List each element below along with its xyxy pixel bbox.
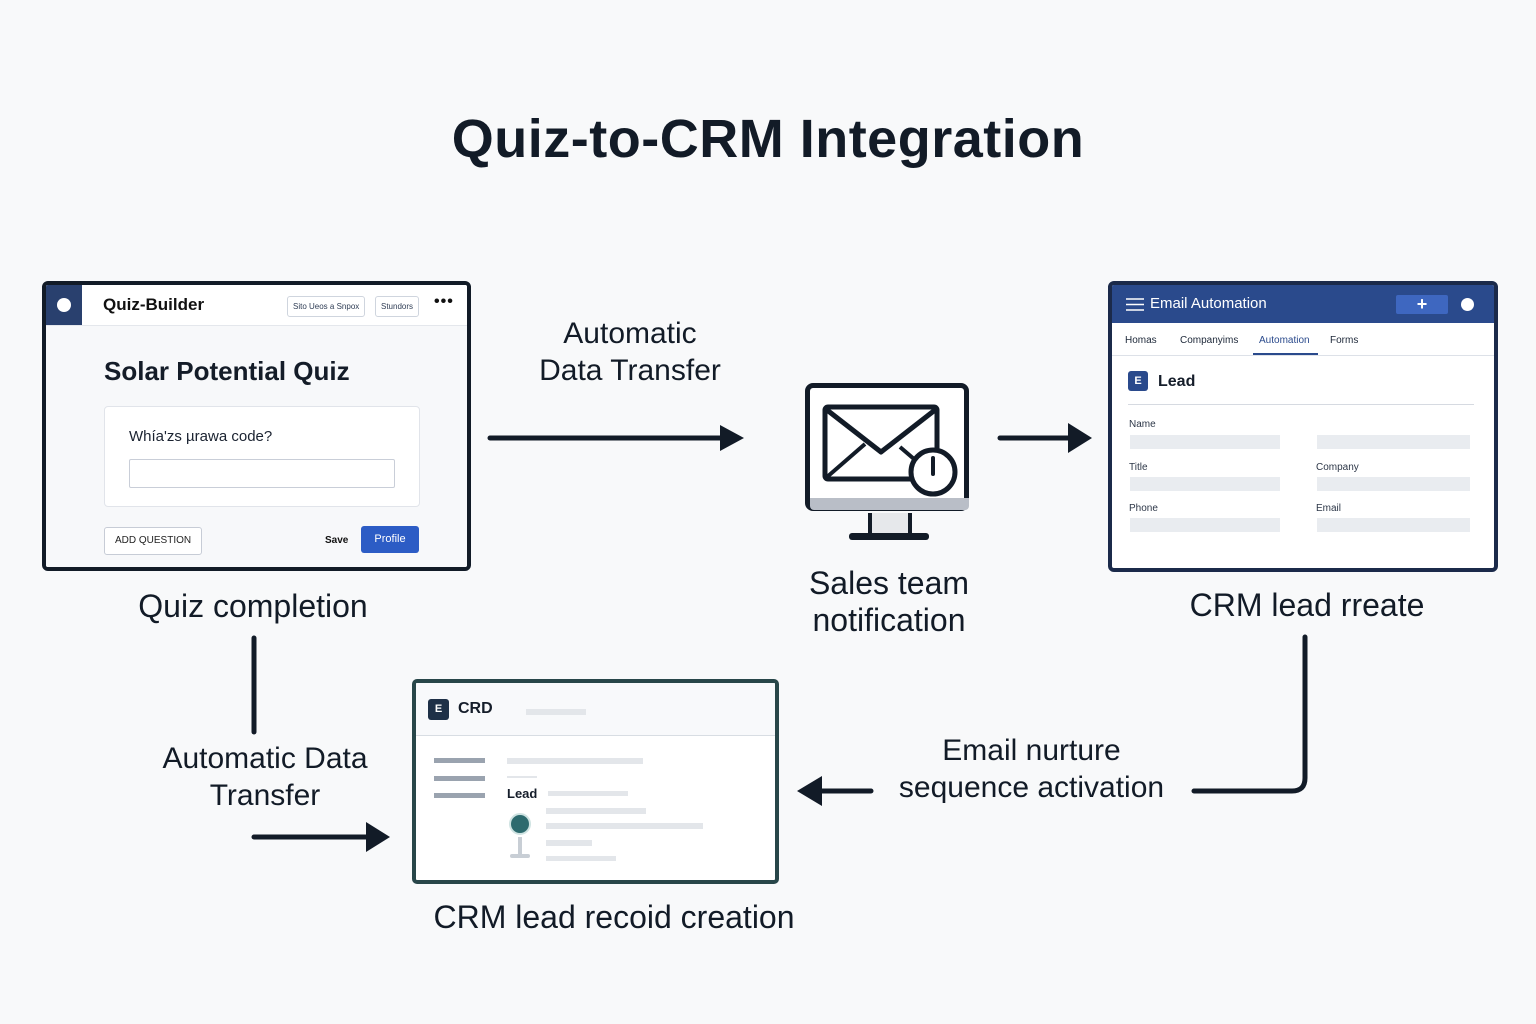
crm-record-creation-caption: CRM lead recoid creation <box>433 899 795 935</box>
quiz-title: Solar Potential Quiz <box>104 356 350 386</box>
crd-window: E CRD Lead <box>412 679 779 884</box>
content-bar-4 <box>546 808 646 814</box>
question-card: Whía'zs µrawa code? <box>104 406 420 507</box>
title-field[interactable] <box>1130 477 1280 491</box>
avatar-foot <box>510 854 530 858</box>
content-bar-5 <box>546 823 703 829</box>
monitor-neck <box>868 513 912 535</box>
app-dot-icon <box>57 298 71 312</box>
title-label: Title <box>1129 462 1148 473</box>
quiz-builder-header: Quiz-Builder Sito Ueos a Snpox Stundors … <box>46 285 467 326</box>
profile-circle-icon[interactable] <box>1461 298 1474 311</box>
content-bar-3 <box>548 791 628 796</box>
header-button-1[interactable]: Sito Ueos a Snpox <box>287 296 366 317</box>
arrow-crm-to-nurture-line <box>1191 634 1308 794</box>
arrowhead-quiz-to-monitor <box>720 425 744 451</box>
name-field-2[interactable] <box>1317 435 1470 449</box>
name-label: Name <box>1129 419 1156 430</box>
divider <box>1128 404 1474 405</box>
crd-title: CRD <box>458 700 493 717</box>
menu-line-2 <box>434 776 485 781</box>
email-label: Email <box>1316 503 1342 514</box>
answer-input[interactable] <box>129 459 395 488</box>
phone-field[interactable] <box>1130 518 1280 532</box>
name-field[interactable] <box>1130 435 1280 449</box>
arrowhead-monitor-to-crm <box>1068 423 1092 453</box>
avatar-stem <box>518 837 522 855</box>
save-button[interactable]: Save <box>325 535 349 546</box>
arrowhead-nurture-to-crd <box>797 776 822 806</box>
email-automation-window: Email Automation + Homas Companyims Auto… <box>1108 281 1498 572</box>
crd-badge-icon: E <box>428 699 449 720</box>
tab-forms[interactable]: Forms <box>1330 335 1359 346</box>
diagram-title: Quiz-to-CRM Integration <box>451 109 1085 169</box>
active-tab-indicator <box>1253 353 1318 355</box>
question-text: Whía'zs µrawa code? <box>129 428 273 445</box>
monitor-base <box>849 533 929 540</box>
email-field[interactable] <box>1317 518 1470 532</box>
arrowhead-to-crd <box>366 822 390 852</box>
quiz-builder-window: Quiz-Builder Sito Ueos a Snpox Stundors … <box>42 281 471 571</box>
envelope-clock-icon <box>822 404 958 497</box>
email-automation-header: Email Automation + <box>1112 285 1494 323</box>
tab-companyims[interactable]: Companyims <box>1180 335 1239 346</box>
content-bar-2 <box>507 776 537 778</box>
transfer-label-top: Automatic Data Transfer <box>539 317 721 387</box>
app-name: Quiz-Builder <box>103 295 205 314</box>
sales-notification-caption: Sales team notification <box>808 565 970 638</box>
quiz-editor: Solar Potential Quiz Whía'zs µrawa code?… <box>46 326 467 567</box>
content-bar-1 <box>507 758 643 764</box>
company-field[interactable] <box>1317 477 1470 491</box>
email-automation-tabs: Homas Companyims Automation Forms <box>1112 323 1494 356</box>
phone-label: Phone <box>1129 503 1158 514</box>
menu-line-3 <box>434 793 485 798</box>
app-menu-tab[interactable] <box>46 285 82 325</box>
lead-avatar-icon <box>509 813 531 835</box>
add-question-button[interactable]: ADD QUESTION <box>104 527 203 555</box>
tab-automation[interactable]: Automation <box>1259 335 1310 346</box>
company-label: Company <box>1316 462 1359 473</box>
lead-badge-icon: E <box>1128 371 1148 391</box>
transfer-label-bottom: Automatic Data Transfer <box>162 742 368 812</box>
crd-lead-label: Lead <box>507 786 538 801</box>
crm-lead-create-caption: CRM lead rreate <box>1189 587 1425 623</box>
monitor-bezel <box>810 498 969 510</box>
add-button[interactable]: + <box>1396 295 1448 314</box>
quiz-completion-caption: Quiz completion <box>138 588 368 624</box>
profile-button[interactable]: Profile <box>361 526 419 553</box>
tab-homas[interactable]: Homas <box>1125 335 1157 346</box>
menu-line-1 <box>434 758 485 763</box>
header-button-2[interactable]: Stundors <box>375 296 420 317</box>
lead-heading: Lead <box>1158 373 1196 390</box>
content-bar-6 <box>546 840 592 846</box>
more-options-icon[interactable]: ••• <box>434 293 454 310</box>
hamburger-menu-icon[interactable] <box>1126 297 1144 312</box>
header-placeholder-bar <box>526 709 586 715</box>
crd-header: E CRD <box>416 683 775 736</box>
content-bar-7 <box>546 856 616 861</box>
email-automation-title: Email Automation <box>1150 295 1267 312</box>
nurture-label: Email nurture sequence activation <box>898 734 1165 804</box>
